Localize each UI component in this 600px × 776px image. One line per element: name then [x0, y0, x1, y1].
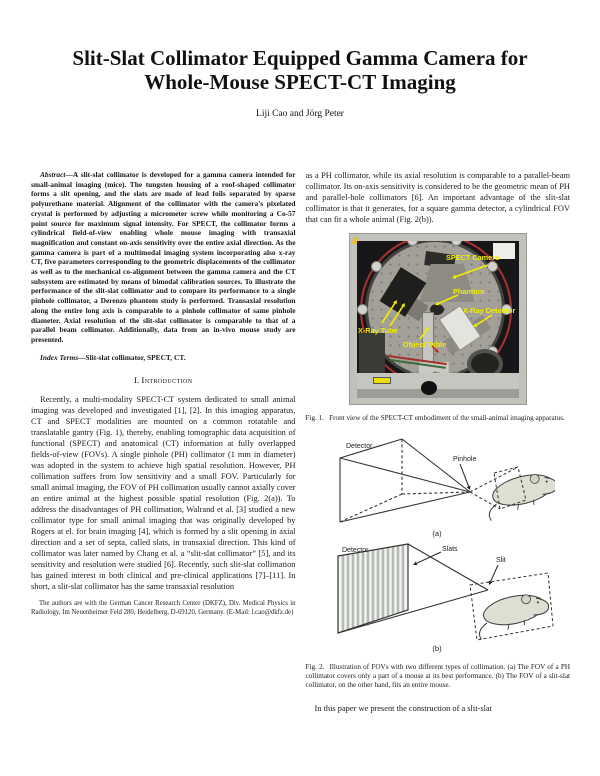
- index-terms-lead: Index Terms: [40, 352, 79, 362]
- index-terms-text: —Slit-slat collimator, SPECT, CT.: [78, 352, 186, 362]
- right-paragraph-2: In this paper we present the constructio…: [314, 704, 492, 714]
- spect-camera-callout: SPECT Camera: [446, 253, 500, 279]
- right-column: as a PH collimator, while its axial reso…: [306, 170, 571, 714]
- figure-2: Detector: [306, 430, 571, 653]
- section-title: Introduction: [141, 375, 193, 386]
- index-terms: Index Terms—Slit-slat collimator, SPECT,…: [31, 353, 296, 363]
- object-table-label: Object Table: [403, 340, 446, 349]
- slats-callout: Slats: [413, 546, 458, 566]
- figure-2-caption-text: Illustration of FOVs with two different …: [305, 662, 571, 689]
- figure-2-caption: Fig. 2.Illustration of FOVs with two dif…: [306, 663, 571, 689]
- slats-label: Slats: [442, 546, 458, 553]
- gantry-interior: [356, 241, 519, 398]
- abstract-lead: Abstract: [40, 170, 66, 179]
- figure-1: SPECT Camera Phantom X-Ray Detector: [348, 233, 527, 405]
- photo-annotations: SPECT Camera Phantom X-Ray Detector: [358, 253, 515, 353]
- author-affiliation-footnote: The authors are with the German Cancer R…: [31, 600, 296, 616]
- object-table-callout: Object Table: [403, 327, 446, 353]
- bolt: [501, 303, 513, 315]
- white-patch: [492, 243, 515, 259]
- subfigure-a-tag: (a): [433, 529, 443, 538]
- yellow-sticker: [372, 377, 391, 384]
- xray-tube-label: X-Ray Tube: [358, 326, 398, 335]
- detector-label-a: Detector: [346, 443, 373, 450]
- paper-authors: Liji Cao and Jörg Peter: [256, 109, 344, 119]
- abstract-paragraph: Abstract—A slit-slat collimator is devel…: [31, 170, 296, 345]
- figure-2b-diagram: Slats Slit Detector (b): [337, 543, 554, 653]
- pinhole-fov-a: [470, 466, 527, 510]
- subfigure-b-tag: (b): [433, 644, 443, 653]
- pinhole-label: Pinhole: [453, 456, 476, 463]
- detector-plane-a: [339, 438, 471, 523]
- motor-box: [358, 333, 385, 377]
- figure-1-caption-label: Fig. 1.: [305, 414, 325, 422]
- gantry-photo: SPECT Camera Phantom X-Ray Detector: [348, 233, 527, 405]
- bolt: [357, 303, 369, 315]
- detector-label-b: Detector: [342, 547, 369, 554]
- spect-camera-label: SPECT Camera: [446, 253, 500, 262]
- mouse-figure-a: [489, 473, 556, 521]
- pinhole-callout: Pinhole: [453, 456, 477, 490]
- figure-1-caption-text: Front view of the SPECT-CT embodiment of…: [329, 414, 565, 422]
- xray-detector-label: X-Ray Detector: [463, 306, 515, 315]
- section-heading-introduction: I. Introduction: [31, 375, 296, 385]
- warning-triangle-icon: [350, 236, 361, 244]
- paper-title: Slit-Slat Collimator Equipped Gamma Came…: [72, 46, 528, 94]
- xray-tube-callout: X-Ray Tube: [358, 300, 405, 335]
- section-number: I.: [134, 375, 140, 386]
- bolt: [487, 261, 499, 273]
- two-column-layout: Abstract—A slit-slat collimator is devel…: [0, 170, 600, 714]
- xray-detector-callout: X-Ray Detector: [463, 306, 515, 327]
- abstract-text: —A slit-slat collimator is developed for…: [31, 170, 296, 344]
- figure-2a-diagram: Detector: [339, 438, 556, 538]
- bolt: [371, 261, 383, 273]
- slats-stripes: [341, 544, 405, 632]
- phantom-body: [429, 304, 444, 315]
- right-paragraph-1: as a PH collimator, while its axial reso…: [305, 171, 571, 224]
- phantom-label: Phantom: [453, 287, 485, 296]
- slit-projection-lines: [338, 543, 489, 634]
- figure-1-caption: Fig. 1. Front view of the SPECT-CT embodi…: [306, 414, 571, 423]
- left-column: Abstract—A slit-slat collimator is devel…: [31, 170, 296, 714]
- black-knob: [420, 381, 437, 395]
- fov-region-b: [469, 572, 554, 641]
- slit-callout: Slit: [489, 557, 506, 585]
- base-sill: [356, 373, 519, 389]
- figure-2-caption-label: Fig. 2.: [305, 662, 325, 671]
- phantom-callout: Phantom: [434, 287, 485, 306]
- mouse-figure-b: [479, 594, 550, 640]
- base-rail: [356, 389, 519, 398]
- slit-label: Slit: [496, 557, 506, 564]
- introduction-paragraph: Recently, a multi-modality SPECT-CT syst…: [31, 395, 296, 592]
